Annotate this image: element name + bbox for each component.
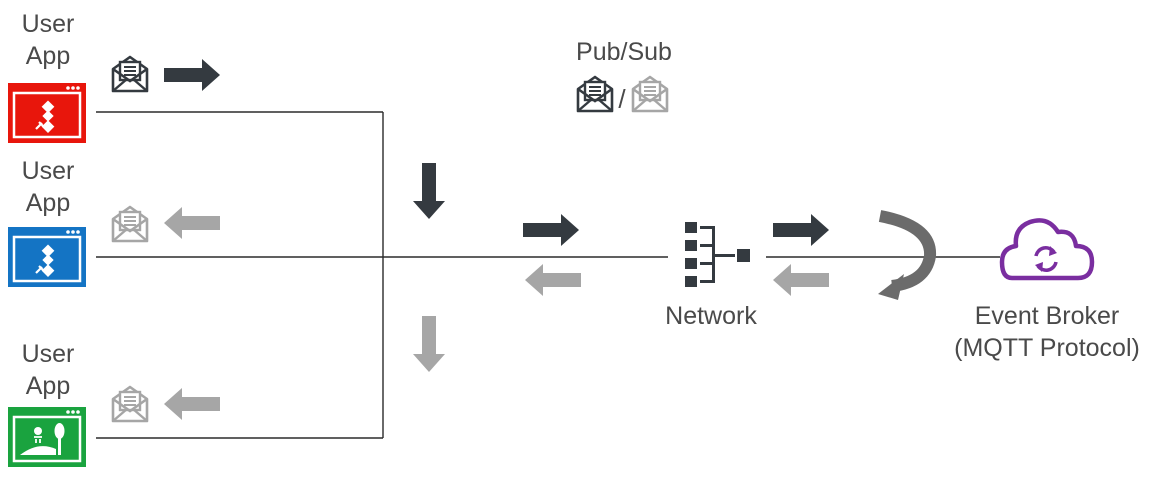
- user-app-window-green: [8, 407, 86, 467]
- arrow-down-icon: [413, 316, 445, 372]
- network-icon: [685, 222, 750, 287]
- landscape-icon: [20, 423, 65, 455]
- envelope-icon: [576, 75, 614, 113]
- arrow-right-icon: [164, 59, 220, 91]
- arrow-left-icon: [525, 264, 581, 296]
- connector-lines: [96, 111, 1000, 439]
- user-app-label-line1: User: [21, 340, 75, 368]
- pubsub-label: Pub/Sub: [576, 38, 672, 66]
- arrow-left-icon: [773, 264, 829, 296]
- user-app-label-line1: User: [21, 157, 75, 185]
- user-app-window-blue: [8, 227, 86, 287]
- network-label: Network: [665, 302, 757, 330]
- user-app-label: User App: [8, 155, 88, 219]
- envelope-icon: [111, 385, 149, 423]
- arrow-down-icon: [413, 163, 445, 219]
- arrow-left-icon: [164, 207, 220, 239]
- envelope-icon: [111, 55, 149, 93]
- envelope-icon: [111, 205, 149, 243]
- user-app-window-red: [8, 83, 86, 143]
- arrow-left-icon: [164, 388, 220, 420]
- arrow-right-icon: [523, 214, 579, 246]
- arrow-right-icon: [773, 214, 829, 246]
- user-app-label: User App: [8, 338, 88, 402]
- user-app-label: User App: [8, 8, 88, 72]
- broker-label-line1: Event Broker: [974, 302, 1120, 330]
- broker-label: Event Broker (MQTT Protocol): [940, 300, 1154, 364]
- broker-label-line2: (MQTT Protocol): [954, 334, 1140, 362]
- pubsub-separator: /: [618, 84, 626, 114]
- cloud-sync-icon: [999, 218, 1095, 281]
- user-app-label-line2: App: [25, 42, 71, 70]
- user-app-label-line1: User: [21, 10, 75, 38]
- envelope-icon: [631, 75, 669, 113]
- curved-return-arrow-icon: [878, 210, 937, 300]
- user-app-label-line2: App: [25, 189, 71, 217]
- user-app-label-line2: App: [25, 372, 71, 400]
